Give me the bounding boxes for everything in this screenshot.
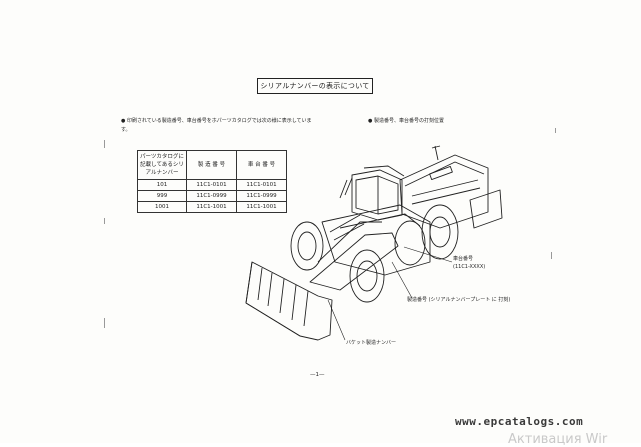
table-row: 1001 11C1-1001 11C1-1001 [137,201,287,213]
site-url-overlay: www.epcatalogs.com [455,415,584,428]
column-header-catalog-serial: パーツカタログに記載してあるシリアルナンバー [137,150,187,180]
serial-plate-label: 製造番号 (シリアルナンバープレート に 打刻) [407,297,511,303]
scan-margin-mark [104,140,105,148]
scan-margin-mark [551,252,552,259]
table-row: 101 11C1-0101 11C1-0101 [137,179,287,191]
serial-display-note: ● 印刷されている製造番号、車台番号をホパーツカタログでは次の様に表示しています… [121,118,312,133]
scan-margin-mark [555,128,556,133]
scan-margin-mark [104,318,105,328]
column-header-serial-number: 製 造 番 号 [186,150,237,180]
page-number: —1— [310,372,325,378]
chassis-number-value: (11C1-XXXX) [453,264,486,270]
scan-margin-mark [104,218,105,224]
serial-number-table: パーツカタログに記載してあるシリアルナンバー 製 造 番 号 車 台 番 号 1… [137,150,287,213]
page-title: シリアルナンバーの表示について [257,78,373,94]
table-cell: 11C1-1001 [236,201,287,213]
activation-watermark: Активация Wir [508,432,608,447]
table-row: 999 11C1-0999 11C1-0999 [137,190,287,202]
bucket-serial-label: バケット製造ナンバー [346,340,397,346]
stamp-location-note: ● 製造番号、車台番号の打刻位置 [368,118,444,124]
chassis-number-label: 車台番号 [453,256,474,262]
